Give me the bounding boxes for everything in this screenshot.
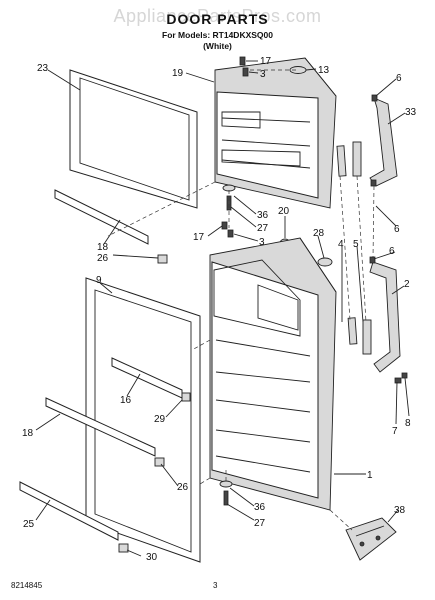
callout-13: 13 (318, 65, 330, 76)
callout-16: 16 (120, 395, 132, 406)
upper-hinge-screws[interactable] (239, 56, 249, 77)
callout-27-lower: 27 (254, 518, 266, 529)
leader-lines (35, 60, 410, 557)
callout-36-lower: 36 (254, 502, 266, 513)
freezer-door[interactable] (214, 57, 337, 209)
upper-handle-trim[interactable] (336, 141, 362, 177)
callout-19: 19 (172, 68, 184, 79)
callout-33: 33 (405, 107, 417, 118)
callout-1: 1 (367, 470, 373, 481)
callout-17-lower: 17 (193, 232, 205, 243)
callout-5: 5 (353, 239, 359, 250)
callout-26-lower: 26 (177, 482, 189, 493)
callout-7: 7 (392, 426, 398, 437)
callout-27-upper: 27 (257, 223, 269, 234)
callout-6-lower: 6 (389, 246, 395, 257)
callout-23: 23 (37, 63, 49, 74)
fresh-food-door[interactable] (209, 237, 337, 511)
freezer-door-gasket[interactable] (69, 69, 198, 209)
page-number: 3 (213, 581, 218, 590)
freezer-door-handle[interactable] (369, 94, 398, 187)
lower-hinge-parts[interactable] (219, 480, 233, 506)
callout-25: 25 (23, 519, 35, 530)
bottom-shelf-bar[interactable] (19, 481, 119, 541)
callout-6-top: 6 (396, 73, 402, 84)
center-hinge-parts[interactable] (221, 184, 236, 238)
callout-38: 38 (394, 505, 406, 516)
fresh-food-shelf-bar[interactable] (45, 397, 156, 457)
callout-17-upper: 17 (260, 56, 272, 67)
callout-18-upper: 18 (97, 242, 109, 253)
document-number: 8214845 (11, 581, 43, 590)
callout-8: 8 (405, 418, 411, 429)
callout-20: 20 (278, 206, 290, 217)
color-line: (White) (203, 41, 232, 51)
lower-handle-trim[interactable] (347, 317, 372, 355)
callout-36-upper: 36 (257, 210, 269, 221)
callout-labels: 23 19 17 3 13 6 33 6 18 26 36 27 20 17 3… (22, 56, 417, 563)
diagram-title: DOOR PARTS (166, 11, 269, 27)
door-stop[interactable] (317, 257, 333, 267)
shelf-bar-clip-lower[interactable] (154, 457, 165, 467)
freezer-shelf-bar[interactable] (54, 189, 149, 245)
watermark: AppliancePartsPros.com (113, 6, 322, 26)
shelf-bar-clip-bottom[interactable] (118, 543, 129, 553)
callout-6-mid: 6 (394, 224, 400, 235)
callout-9: 9 (96, 275, 102, 286)
callout-3-lower: 3 (259, 237, 265, 248)
callout-2: 2 (404, 279, 410, 290)
fresh-food-door-handle[interactable] (369, 256, 401, 373)
handle-screw-lower[interactable] (394, 372, 408, 384)
shelf-bar-clip-middle[interactable] (181, 392, 191, 402)
alignment-lines (107, 69, 375, 531)
callout-30: 30 (146, 552, 158, 563)
callout-3-upper: 3 (260, 69, 266, 80)
callout-18-lower: 18 (22, 428, 34, 439)
models-line: For Models: RT14DKXSQ00 (162, 30, 273, 40)
fresh-food-door-gasket[interactable] (85, 277, 201, 563)
bottom-hinge-bracket[interactable] (345, 517, 397, 561)
callout-4: 4 (338, 239, 344, 250)
callout-26-upper: 26 (97, 253, 109, 264)
callout-29: 29 (154, 414, 166, 425)
shelf-bar-clip-upper[interactable] (157, 254, 168, 264)
callout-28: 28 (313, 228, 325, 239)
